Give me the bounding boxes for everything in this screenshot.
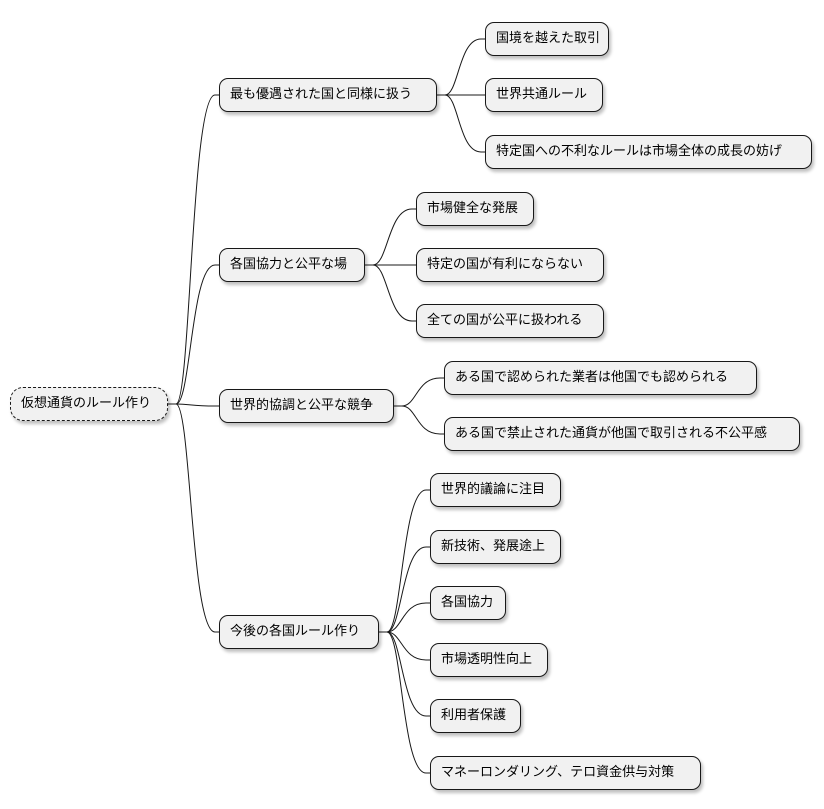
leaf-node: 利用者保護 bbox=[430, 699, 521, 733]
leaf-node: 世界共通ルール bbox=[485, 78, 603, 112]
connector-line bbox=[379, 489, 430, 633]
leaf-node: 市場透明性向上 bbox=[430, 643, 548, 677]
leaf-node: ある国で禁止された通貨が他国で取引される不公平感 bbox=[444, 417, 800, 451]
connector-line bbox=[379, 602, 430, 633]
branch-node-cooperation: 各国協力と公平な場 bbox=[219, 248, 365, 282]
leaf-node: ある国で認められた業者は他国でも認められる bbox=[444, 361, 757, 395]
connector-line bbox=[168, 264, 219, 405]
branch-node-future-rules: 今後の各国ルール作り bbox=[219, 615, 379, 649]
leaf-node: 全ての国が公平に扱われる bbox=[416, 304, 604, 338]
leaf-node: 国境を越えた取引 bbox=[485, 22, 609, 56]
leaf-node: 特定国への不利なルールは市場全体の成長の妨げ bbox=[485, 135, 812, 169]
leaf-node: 世界的議論に注目 bbox=[430, 473, 561, 507]
connector-line bbox=[168, 94, 219, 405]
connector-line bbox=[394, 377, 444, 407]
leaf-node: 新技術、発展途上 bbox=[430, 530, 561, 564]
connector-line bbox=[168, 403, 219, 633]
leaf-node: マネーロンダリング、テロ資金供与対策 bbox=[430, 756, 701, 790]
connector-line bbox=[379, 631, 430, 661]
connector-line bbox=[394, 405, 444, 435]
connector-line bbox=[365, 208, 416, 266]
connector-line bbox=[437, 38, 485, 96]
leaf-node: 特定の国が有利にならない bbox=[416, 248, 604, 282]
connector-line bbox=[437, 94, 485, 153]
connector-line bbox=[365, 264, 416, 322]
connector-line bbox=[379, 631, 430, 717]
leaf-node: 市場健全な発展 bbox=[416, 192, 534, 226]
root-node: 仮想通貨のルール作り bbox=[10, 387, 168, 421]
connector-line bbox=[379, 631, 430, 774]
connector-line bbox=[379, 546, 430, 633]
leaf-node: 各国協力 bbox=[430, 586, 506, 620]
branch-node-most-favored: 最も優遇された国と同様に扱う bbox=[219, 78, 437, 112]
branch-node-global-coordination: 世界的協調と公平な競争 bbox=[219, 389, 394, 423]
